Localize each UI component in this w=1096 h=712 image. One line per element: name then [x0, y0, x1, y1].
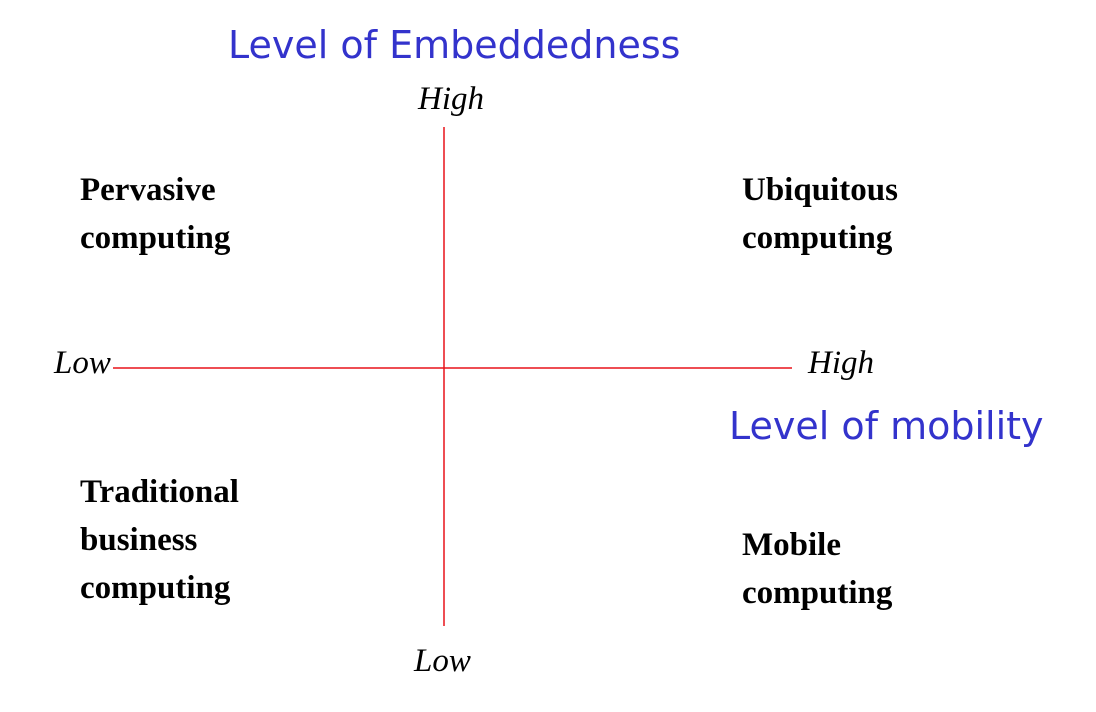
- quadrant-label-line: Pervasive: [80, 172, 216, 208]
- horizontal-axis-title: Level of mobility: [729, 404, 1044, 448]
- quadrant-label-line: Ubiquitous: [742, 172, 898, 208]
- quadrant-label-line: computing: [80, 570, 231, 606]
- quadrant-bottom-right: Mobile computing: [742, 521, 892, 617]
- horizontal-axis-low-label: Low: [54, 345, 111, 381]
- vertical-axis-low-label: Low: [414, 643, 471, 679]
- quadrant-top-left: Pervasive computing: [80, 166, 230, 262]
- horizontal-axis-high-label: High: [808, 345, 874, 381]
- quadrant-bottom-left: Traditional business computing: [80, 468, 239, 612]
- quadrant-label-line: Mobile: [742, 527, 841, 563]
- vertical-axis-title: Level of Embeddedness: [228, 23, 681, 67]
- quadrant-label-line: Traditional: [80, 474, 239, 510]
- vertical-axis-high-label: High: [418, 81, 484, 117]
- quadrant-label-line: business: [80, 522, 198, 558]
- quadrant-label-line: computing: [742, 575, 893, 611]
- quadrant-top-right: Ubiquitous computing: [742, 166, 898, 262]
- quadrant-label-line: computing: [742, 220, 893, 256]
- quadrant-label-line: computing: [80, 220, 231, 256]
